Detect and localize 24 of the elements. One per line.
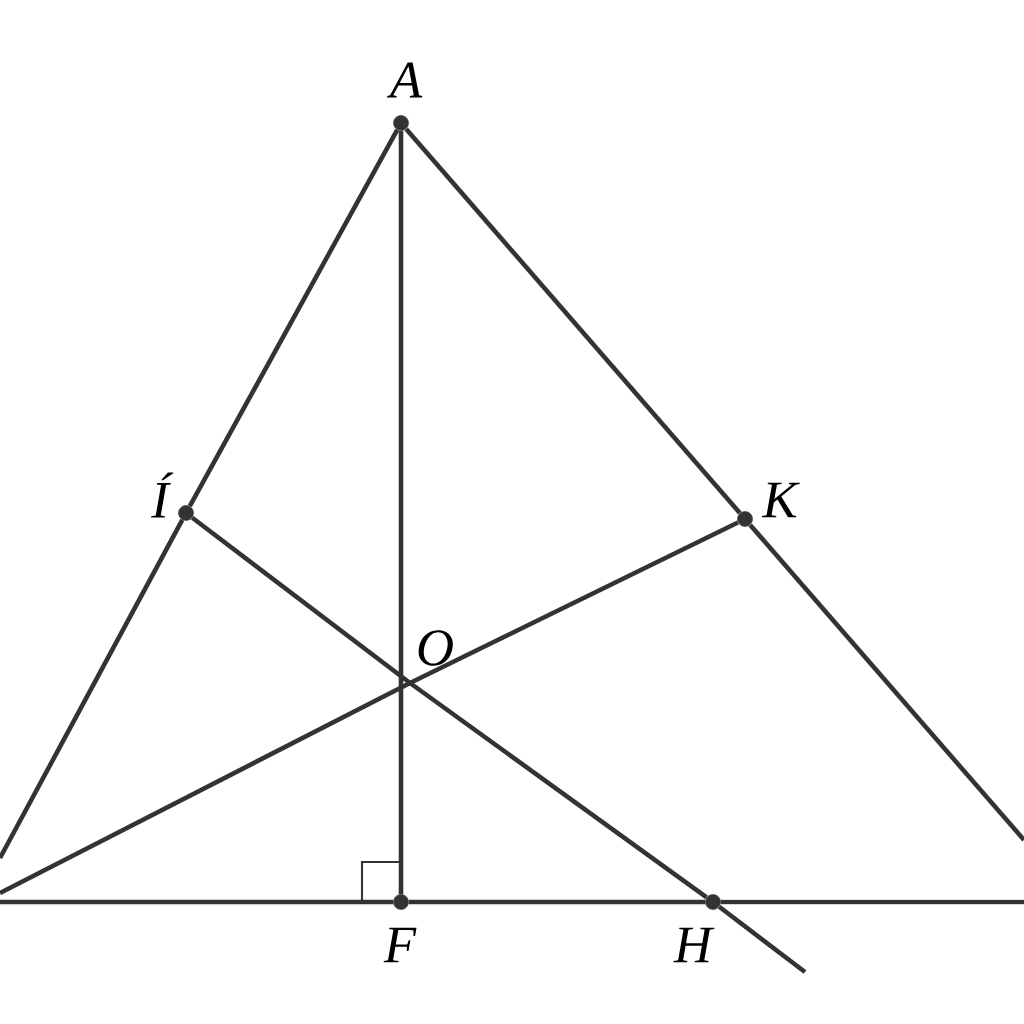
line-segment	[187, 128, 400, 508]
line-segment	[398, 130, 404, 895]
line-segment	[409, 520, 739, 686]
line-segment	[717, 904, 807, 974]
point: K	[737, 482, 800, 527]
point: O	[418, 630, 453, 666]
node-label: H	[673, 927, 715, 963]
point: A	[387, 62, 423, 131]
line-segment	[190, 515, 412, 685]
line-segment	[748, 523, 1024, 842]
node-label: A	[387, 62, 423, 98]
line-segment	[0, 680, 412, 896]
line-segment	[720, 899, 1024, 905]
point: H	[673, 894, 721, 963]
point: Í	[151, 472, 194, 521]
line-segment	[0, 518, 185, 860]
point: F	[383, 894, 417, 963]
node-label: F	[383, 927, 417, 963]
line-segment	[408, 899, 706, 905]
node-label: Í	[151, 472, 174, 518]
line-segment	[408, 681, 708, 900]
line-segment	[0, 899, 394, 905]
node-label: K	[761, 482, 800, 518]
line-segment	[404, 127, 742, 515]
